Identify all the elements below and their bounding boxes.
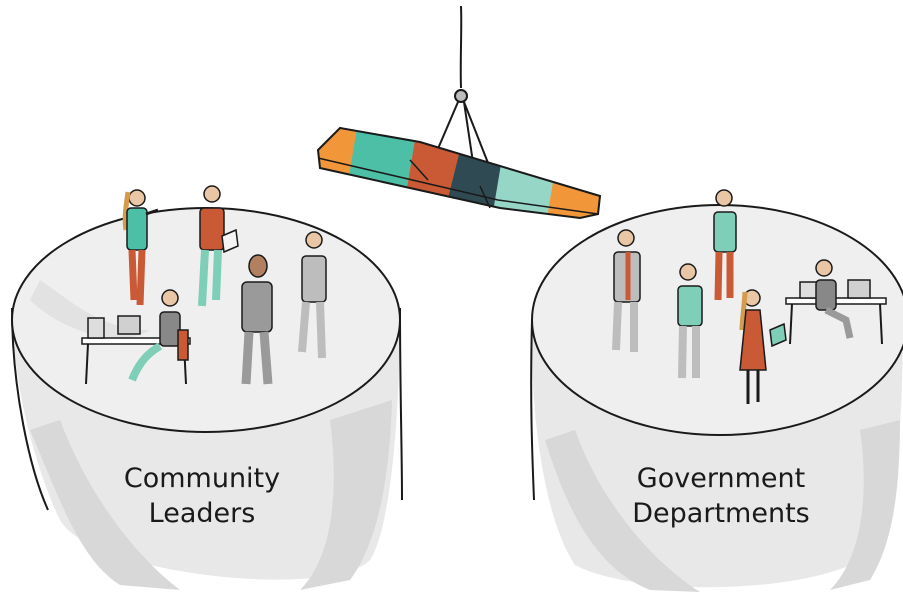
government-departments-label: Government Departments <box>601 461 841 531</box>
person-woman-teal <box>713 189 737 301</box>
person-man-suit <box>298 231 327 359</box>
left-label-line1: Community <box>123 463 281 494</box>
left-label-line2: Leaders <box>148 498 256 529</box>
person-woman-phone <box>122 189 159 306</box>
person-man-grey <box>241 254 273 385</box>
person-man-teal <box>677 263 703 379</box>
crane-hook-ring <box>454 89 468 103</box>
person-woman-red <box>739 289 787 404</box>
right-label-line1: Government <box>636 463 806 494</box>
person-man-desk <box>785 259 887 345</box>
person-woman-desk <box>81 289 191 385</box>
person-man-paper <box>198 185 239 307</box>
right-label-line2: Departments <box>632 498 810 529</box>
person-man-scarf <box>612 229 641 352</box>
bridge-beam <box>316 126 602 220</box>
community-leaders-label: Community Leaders <box>82 461 322 531</box>
